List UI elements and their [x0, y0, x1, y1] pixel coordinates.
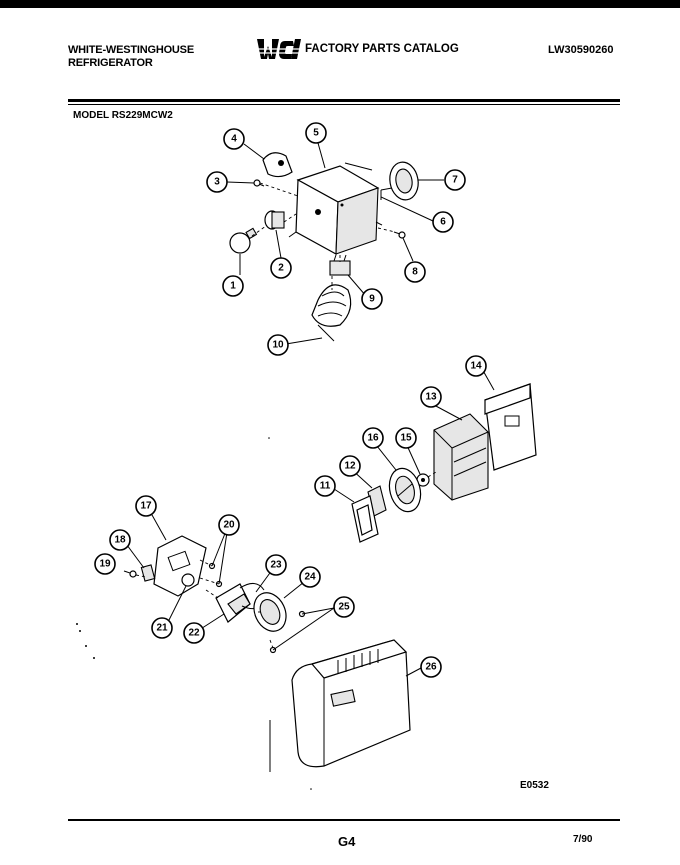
catalog-title: FACTORY PARTS CATALOG [305, 43, 459, 55]
header-rule-thin [68, 104, 620, 105]
callout-14: 14 [465, 355, 487, 377]
svg-text:7: 7 [452, 175, 458, 186]
svg-text:23: 23 [270, 560, 282, 571]
clip [380, 187, 393, 200]
seal-ring [253, 592, 287, 632]
callout-8: 8 [404, 261, 426, 283]
svg-text:15: 15 [400, 433, 412, 444]
svg-text:12: 12 [344, 461, 356, 472]
lamp-socket [264, 210, 285, 230]
svg-text:4: 4 [231, 134, 237, 145]
callout-9: 9 [361, 288, 383, 310]
callout-15: 15 [395, 427, 417, 449]
callout-19: 19 [94, 553, 116, 575]
revision-date: 7/90 [573, 834, 593, 845]
svg-text:26: 26 [425, 662, 437, 673]
callout-2: 2 [270, 257, 292, 279]
callout-18: 18 [109, 529, 131, 551]
bearing [416, 473, 430, 487]
svg-text:25: 25 [338, 602, 350, 613]
svg-text:2: 2 [278, 263, 284, 274]
callout-4: 4 [223, 128, 245, 150]
callout-5: 5 [305, 122, 327, 144]
callout-10: 10 [267, 334, 289, 356]
callout-16: 16 [362, 427, 384, 449]
motor-housing [288, 162, 383, 255]
crusher-disc [388, 467, 422, 513]
light-bulb [229, 227, 258, 254]
callout-26: 26 [420, 656, 442, 678]
svg-text:3: 3 [214, 177, 220, 188]
svg-text:20: 20 [223, 520, 235, 531]
catalog-header: FACTORY PARTS CATALOG [255, 36, 459, 62]
svg-text:8: 8 [412, 267, 418, 278]
svg-text:13: 13 [425, 392, 437, 403]
product-type: REFRIGERATOR [68, 57, 153, 69]
callout-17: 17 [135, 495, 157, 517]
svg-text:17: 17 [140, 501, 152, 512]
callout-24: 24 [299, 566, 321, 588]
assembly-lines [135, 182, 437, 649]
crusher-housing [433, 413, 489, 501]
coil-spring [311, 284, 352, 342]
svg-text:18: 18 [114, 535, 126, 546]
callout-7: 7 [444, 169, 466, 191]
gear-ring [389, 161, 419, 201]
svg-text:1: 1 [230, 281, 236, 292]
header-rule [68, 99, 620, 102]
callout-12: 12 [339, 455, 361, 477]
svg-text:21: 21 [156, 623, 168, 634]
wci-logo [255, 39, 301, 59]
svg-text:16: 16 [367, 433, 379, 444]
svg-text:9: 9 [369, 294, 375, 305]
callout-13: 13 [420, 386, 442, 408]
footer-rule [68, 819, 620, 821]
callout-21: 21 [151, 617, 173, 639]
model-label: MODEL RS229MCW2 [73, 110, 173, 121]
svg-text:10: 10 [272, 340, 284, 351]
crusher-frame [351, 495, 379, 543]
svg-text:6: 6 [440, 217, 446, 228]
screws-20 [208, 562, 223, 588]
brand-name: WHITE-WESTINGHOUSE [68, 44, 194, 56]
callout-23: 23 [265, 554, 287, 576]
scan-marks [76, 437, 312, 790]
callout-6: 6 [432, 211, 454, 233]
page-number: G4 [338, 834, 356, 849]
svg-text:14: 14 [470, 361, 482, 372]
crusher-cover [484, 383, 537, 471]
svg-text:19: 19 [99, 559, 111, 570]
callout-1: 1 [222, 275, 244, 297]
callout-3: 3 [206, 171, 228, 193]
screw-8 [393, 231, 406, 239]
screw-3 [253, 179, 265, 187]
screw-19 [123, 570, 137, 578]
callout-22: 22 [183, 622, 205, 644]
drawing-code: E0532 [520, 780, 549, 791]
brand-block: WHITE-WESTINGHOUSE REFRIGERATOR [68, 44, 194, 70]
svg-text:24: 24 [304, 572, 316, 583]
callout-11: 11 [314, 475, 336, 497]
callout-25: 25 [333, 596, 355, 618]
motor-bracket [153, 535, 207, 597]
document-number: LW30590260 [548, 44, 614, 56]
svg-text:5: 5 [313, 128, 319, 139]
top-border-bar [0, 0, 680, 8]
svg-text:22: 22 [188, 628, 200, 639]
callout-20: 20 [218, 514, 240, 536]
svg-text:11: 11 [320, 481, 331, 492]
bracket [262, 152, 293, 178]
dispenser-housing [269, 639, 411, 772]
